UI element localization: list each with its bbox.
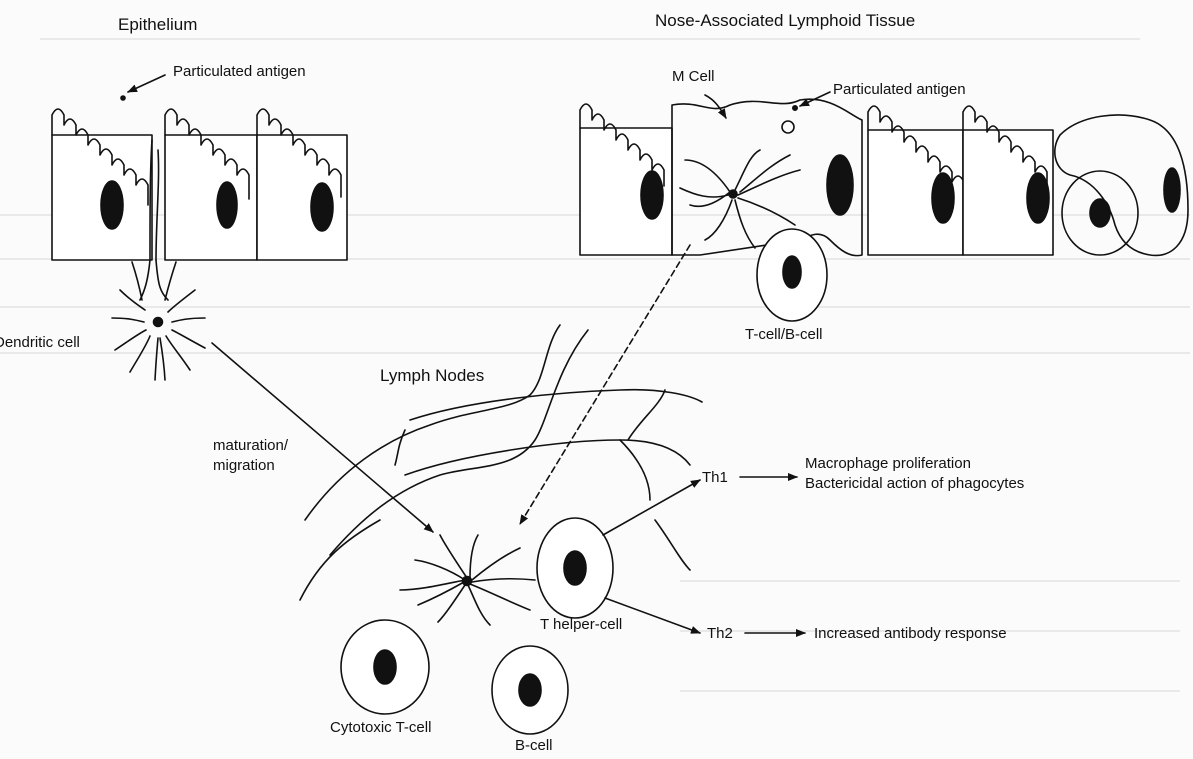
lymphocyte-nalt-inner [1062, 171, 1138, 255]
dendritic-cell-lymph-node [400, 535, 535, 625]
heading-epithelium: Epithelium [118, 15, 197, 35]
b-cell [492, 646, 568, 734]
dendritic-cell-left [112, 260, 205, 380]
t-b-cell [757, 229, 827, 321]
label-b-cell: B-cell [515, 737, 553, 755]
label-th2: Th2 [707, 625, 733, 643]
label-particulated-antigen-left: Particulated antigen [173, 63, 306, 81]
nalt-epithelial-cell [963, 106, 1053, 255]
t-helper-cell [537, 518, 613, 618]
label-dendritic-cell: Dendritic cell [0, 334, 80, 352]
th1-arrow [603, 480, 700, 535]
epithelial-cell [52, 109, 152, 260]
label-cytotoxic-t-cell: Cytotoxic T-cell [330, 719, 431, 737]
label-t-b-cell: T-cell/B-cell [745, 326, 823, 344]
nalt-goblet-cell [1055, 115, 1188, 255]
label-migration: migration [213, 457, 275, 475]
label-maturation: maturation/ [213, 437, 288, 455]
label-th1: Th1 [702, 469, 728, 487]
label-th1-effect-1: Macrophage proliferation [805, 455, 971, 473]
nalt-migration-arrow [520, 245, 690, 524]
nalt-epithelial-cell [868, 106, 964, 255]
epithelial-cell [165, 109, 257, 260]
label-particulated-antigen-right: Particulated antigen [833, 81, 966, 99]
label-m-cell: M Cell [672, 68, 715, 86]
heading-nalt: Nose-Associated Lymphoid Tissue [655, 11, 915, 31]
label-th1-effect-2: Bactericidal action of phagocytes [805, 475, 1024, 493]
label-t-helper-cell: T helper-cell [540, 616, 622, 634]
epithelial-cell [257, 109, 347, 260]
cytotoxic-t-cell [341, 620, 429, 714]
m-cell-arrow [705, 95, 726, 118]
nalt-epithelial-cell [580, 104, 672, 255]
label-th2-effect: Increased antibody response [814, 625, 1007, 643]
heading-lymph-nodes: Lymph Nodes [380, 366, 484, 386]
m-cell [672, 99, 862, 255]
antigen-arrow-left [128, 75, 165, 92]
